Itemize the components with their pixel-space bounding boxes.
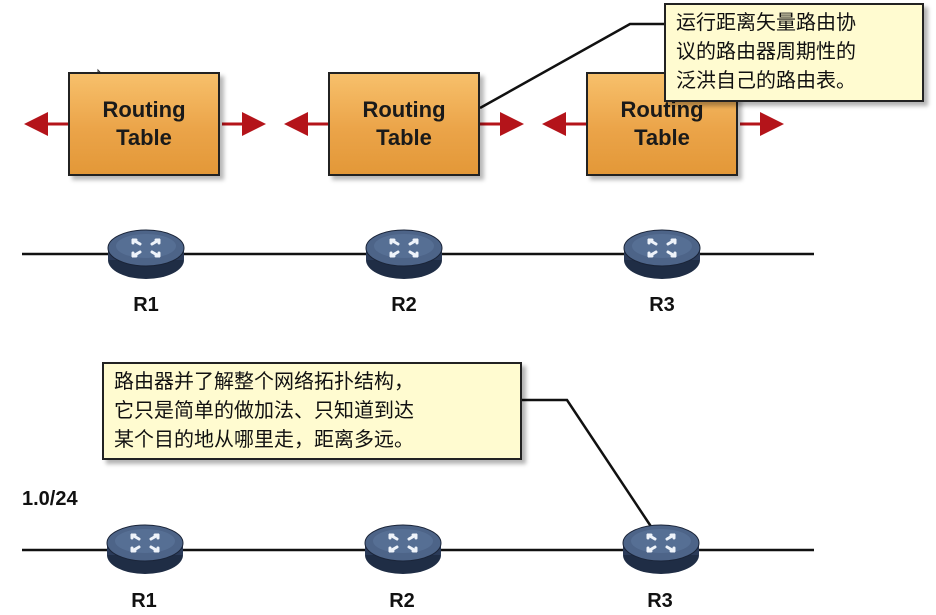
router-icon xyxy=(106,524,184,574)
router-label-r3: R3 xyxy=(649,294,675,316)
router-label-r2: R2 xyxy=(389,590,415,612)
router-icon xyxy=(364,524,442,574)
routing-table-label: Routing Table xyxy=(362,97,446,150)
router-icon xyxy=(622,524,700,574)
router-icon xyxy=(107,229,185,279)
callout-distance-vector: 路由器并了解整个网络拓扑结构， 它只是简单的做加法、只知道到达 某个目的地从哪里… xyxy=(102,362,522,460)
callout-flooding: 运行距离矢量路由协 议的路由器周期性的 泛洪自己的路由表。 xyxy=(664,3,924,102)
router-label-r3: R3 xyxy=(647,590,673,612)
router-label-r1: R1 xyxy=(131,590,157,612)
router-icon xyxy=(365,229,443,279)
callout-top-leader xyxy=(479,22,664,110)
routing-table-box-r2: Routing Table xyxy=(328,72,480,176)
routing-table-label: Routing Table xyxy=(102,97,186,150)
router-label-r2: R2 xyxy=(391,294,417,316)
router-label-r1: R1 xyxy=(133,294,159,316)
routing-table-label: Routing Table xyxy=(620,97,704,150)
router-icon xyxy=(623,229,701,279)
routing-table-box-r1: Routing Table xyxy=(68,72,220,176)
network-prefix-label: 1.0/24 xyxy=(22,488,78,510)
callout-bottom-leader xyxy=(522,398,654,529)
